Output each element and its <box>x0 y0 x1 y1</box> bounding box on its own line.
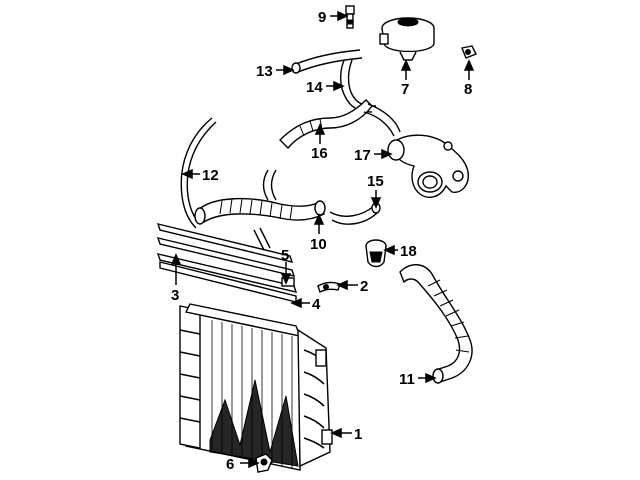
callout-15: 15 <box>367 173 384 190</box>
vent-hose <box>291 49 363 74</box>
callout-6: 6 <box>226 456 234 473</box>
callout-13: 13 <box>256 63 273 80</box>
coolant-reservoir <box>379 17 435 61</box>
callout-12: 12 <box>202 167 219 184</box>
callout-2: 2 <box>360 278 368 295</box>
callout-16: 16 <box>311 145 328 162</box>
callout-8: 8 <box>464 81 472 98</box>
reservoir-cap <box>461 45 477 59</box>
callout-1: 1 <box>354 426 362 443</box>
lower-radiator-hose <box>399 264 473 384</box>
callout-5: 5 <box>281 247 289 264</box>
thermostat <box>365 239 387 268</box>
callout-10: 10 <box>310 236 327 253</box>
drain-valve <box>255 453 273 473</box>
callout-3: 3 <box>171 287 179 304</box>
temperature-sensor <box>345 5 355 29</box>
radiator-seals <box>156 223 298 303</box>
callout-9: 9 <box>318 9 326 26</box>
callout-14: 14 <box>306 79 323 96</box>
heater-hose <box>329 202 381 225</box>
callout-18: 18 <box>400 243 417 260</box>
by-pass-hose <box>279 99 401 150</box>
leader-lines <box>170 10 475 469</box>
callout-7: 7 <box>401 81 409 98</box>
callout-11: 11 <box>399 371 415 388</box>
callout-17: 17 <box>354 147 371 164</box>
bypass-pipe <box>253 169 277 251</box>
upper-radiator-hose <box>194 197 326 225</box>
water-outlet <box>387 134 469 198</box>
radiator <box>179 303 333 471</box>
callout-labels: 1 2 3 4 5 6 7 8 9 10 11 12 13 14 15 16 1… <box>171 9 472 473</box>
callout-4: 4 <box>312 296 321 313</box>
lower-bracket <box>317 281 341 293</box>
